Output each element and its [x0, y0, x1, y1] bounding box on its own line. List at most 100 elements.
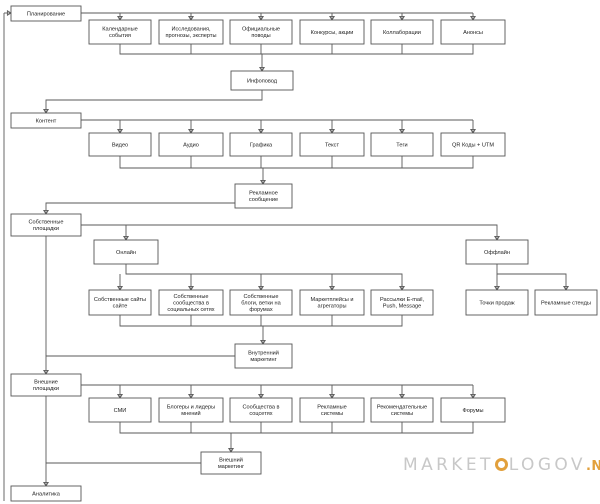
node-label: Рассылки E-mail, — [380, 297, 425, 303]
node-label: Онлайн — [116, 249, 136, 256]
arrowhead — [328, 285, 336, 291]
node-stands: Рекламные стенды — [534, 289, 598, 316]
connector-line — [398, 385, 406, 399]
node-analytics: Аналитика — [10, 485, 82, 502]
arrowhead — [227, 447, 235, 453]
arrowhead — [257, 393, 265, 399]
node-box — [299, 132, 365, 157]
node-label: Блогеры и лидеры — [167, 405, 215, 411]
connector-line — [42, 90, 263, 114]
arrowhead — [493, 285, 501, 291]
node-box — [465, 289, 529, 316]
arrowhead — [493, 235, 501, 241]
connector-line — [328, 274, 336, 291]
node-box — [10, 373, 82, 397]
connector-line — [257, 274, 265, 291]
connector-line — [187, 385, 195, 399]
node-box — [234, 183, 293, 209]
node-label: Сообщества в — [242, 405, 279, 411]
node-box — [534, 289, 598, 316]
arrowhead — [42, 369, 50, 375]
node-box — [88, 289, 152, 316]
arrowhead — [257, 285, 265, 291]
node-online: Онлайн — [93, 239, 159, 265]
node-label: Рекомендательные — [377, 405, 427, 411]
arrowhead — [328, 393, 336, 399]
node-box — [229, 19, 293, 45]
connector-line — [116, 120, 124, 134]
node-label: Оффлайн — [484, 249, 510, 256]
arrowhead — [259, 179, 267, 185]
connector-line — [328, 13, 336, 21]
node-sale-points: Точки продаж — [465, 289, 529, 316]
node-label: Текст — [325, 142, 340, 148]
node-label: Рекламные стенды — [541, 300, 591, 306]
node-box — [370, 289, 434, 316]
node-box — [440, 397, 506, 423]
node-label: сайте — [113, 303, 128, 310]
arrowhead — [469, 15, 477, 21]
node-label: Конкурсы, акции — [311, 30, 354, 36]
node-box — [10, 112, 82, 129]
node-box — [299, 289, 365, 316]
connector-line — [227, 433, 235, 453]
node-label: Аналитика — [32, 491, 61, 497]
node-collab: Коллаборации — [370, 19, 434, 45]
node-label: социальных сетях — [167, 307, 214, 313]
connector-line — [116, 274, 124, 291]
node-label: Точки продаж — [479, 300, 515, 306]
node-contests: Конкурсы, акции — [299, 19, 365, 45]
node-box — [440, 19, 506, 45]
connector-line — [398, 120, 406, 134]
node-box — [88, 19, 152, 45]
node-box — [230, 70, 294, 91]
arrowhead — [187, 393, 195, 399]
node-tags: Теги — [370, 132, 434, 157]
node-label: Рекламное — [249, 191, 278, 197]
node-label: Инфоповод — [247, 78, 278, 84]
arrowhead — [187, 285, 195, 291]
node-label: соцсетях — [249, 411, 272, 417]
node-label: Внутренний — [248, 350, 279, 357]
connector-line — [259, 326, 267, 345]
arrowhead — [257, 128, 265, 134]
node-label: Видео — [112, 142, 128, 148]
node-label: маркетинг — [250, 357, 276, 363]
connector-line — [42, 462, 201, 487]
connector-line — [42, 355, 235, 375]
node-label: Исследования, — [171, 27, 211, 33]
node-box — [229, 132, 293, 157]
node-box — [88, 397, 152, 423]
node-announce: Анонсы — [440, 19, 506, 45]
connector-line — [116, 385, 124, 399]
node-label: площадки — [33, 226, 59, 232]
node-label: сообщение — [249, 197, 278, 203]
nodes: ПланированиеКалендарныесобытияИсследован… — [10, 5, 598, 502]
node-label: Внешние — [34, 380, 58, 386]
connector-line — [187, 274, 195, 291]
node-label: площадки — [33, 386, 59, 392]
arrowhead — [187, 128, 195, 134]
watermark-suffix: .NET — [585, 459, 600, 474]
connector-line — [469, 120, 477, 134]
connector-line — [258, 54, 266, 72]
arrowhead — [398, 285, 406, 291]
arrowhead — [562, 285, 570, 291]
node-label: Форумы — [462, 408, 483, 414]
arrowhead — [42, 209, 50, 215]
node-label: Собственные — [29, 220, 64, 226]
node-label: блоги, ветки на — [241, 300, 281, 306]
node-label: СМИ — [114, 408, 127, 414]
node-label: Официальные — [242, 27, 280, 33]
arrowhead — [116, 393, 124, 399]
connector-line — [257, 385, 265, 399]
node-box — [200, 451, 262, 475]
